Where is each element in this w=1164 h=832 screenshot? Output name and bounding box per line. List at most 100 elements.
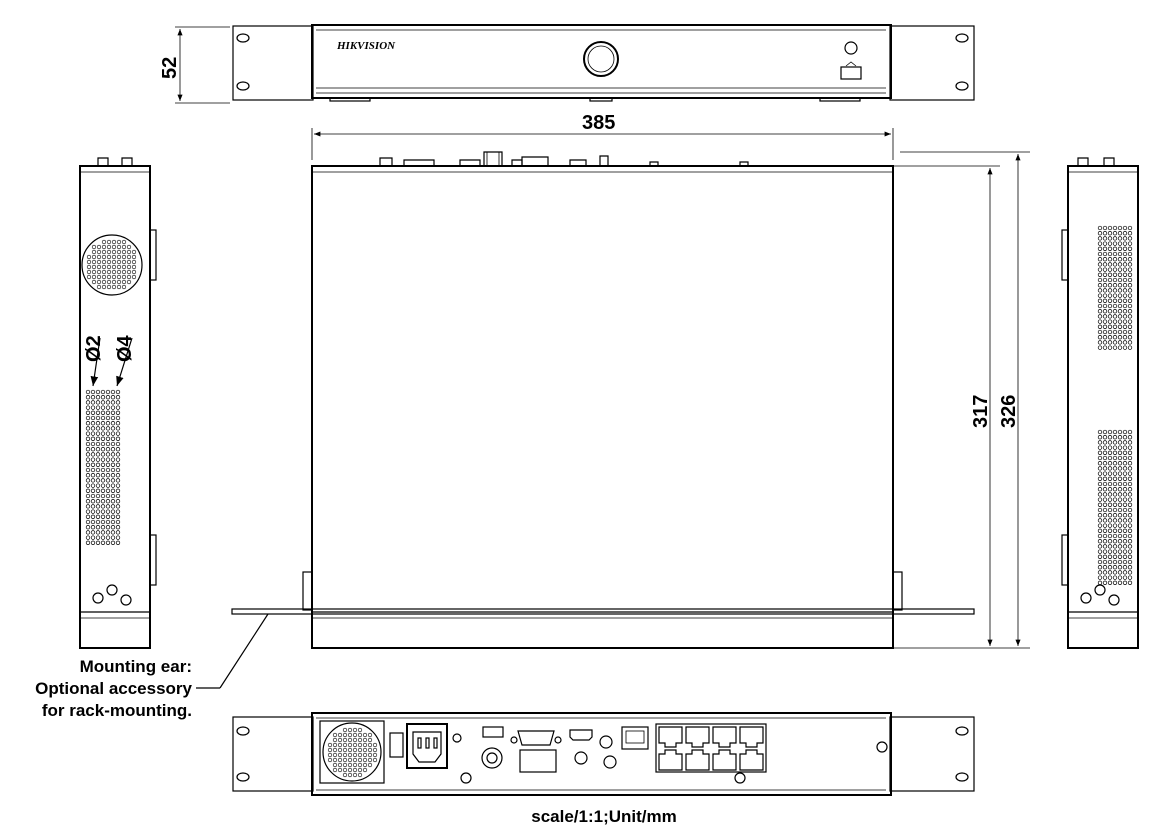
vent-hole (1097, 518, 1103, 523)
vent-hole (1117, 283, 1123, 288)
vent-hole (1127, 267, 1133, 272)
vent-hole (90, 410, 96, 415)
vent-hole (115, 457, 121, 462)
vent-hole (1097, 476, 1103, 481)
vent-hole (121, 284, 127, 290)
vent-hole (1117, 481, 1123, 487)
vent-hole (1097, 429, 1103, 435)
vent-hole (90, 457, 96, 462)
vent-hole (126, 264, 132, 270)
vent-hole (362, 762, 368, 768)
rear-chassis (311, 712, 892, 796)
vent-hole (1107, 236, 1113, 241)
vent-hole (1112, 251, 1118, 257)
vent-hole (1097, 257, 1103, 262)
vent-hole (1107, 497, 1113, 502)
vent-hole (1122, 565, 1128, 570)
vent-hole (1117, 492, 1123, 497)
vent-hole (1102, 559, 1108, 565)
vent-hole (1127, 450, 1133, 455)
vent-hole (1117, 236, 1123, 241)
vent-hole (100, 410, 106, 415)
vent-hole (110, 473, 116, 478)
vent-hole (342, 752, 348, 758)
vent-hole (357, 757, 363, 763)
vent-hole (101, 269, 107, 275)
vent-hole (1112, 314, 1118, 319)
vent-hole (1107, 251, 1113, 257)
vent-hole (95, 493, 101, 499)
vent-hole (1122, 225, 1128, 231)
vent-hole (110, 493, 116, 499)
vent-hole (1122, 246, 1128, 251)
vent-hole (95, 426, 101, 431)
vent-hole (1122, 466, 1128, 471)
vent-hole (131, 264, 137, 270)
vent-hole (1107, 476, 1113, 481)
vent-hole (110, 535, 116, 540)
vent-hole (352, 762, 358, 768)
vent-hole (1122, 324, 1128, 329)
vent-hole (1107, 319, 1113, 324)
vent-hole (105, 410, 111, 415)
vent-hole (347, 732, 353, 738)
vent-hole (126, 269, 132, 275)
vent-hole (1122, 435, 1128, 440)
vent-hole (1097, 267, 1103, 272)
vent-hole (347, 757, 353, 763)
vent-hole (1102, 225, 1108, 231)
vent-hole (1107, 345, 1113, 350)
ir-sensor (844, 41, 858, 55)
left-side-chassis (79, 165, 151, 649)
vent-hole (1117, 575, 1123, 580)
vent-hole (1097, 481, 1103, 487)
vent-hole (90, 395, 96, 400)
poe-port (685, 726, 710, 748)
vent-hole (116, 264, 122, 270)
vent-hole (342, 747, 348, 753)
vent-hole (1107, 554, 1113, 559)
vent-hole (115, 488, 121, 493)
vent-hole (1127, 461, 1133, 466)
vent-hole (1127, 225, 1133, 231)
vent-hole (116, 284, 122, 290)
vent-hole (121, 239, 127, 245)
rear-left-ear (232, 716, 314, 792)
vent-hole (91, 269, 97, 275)
vent-hole (342, 732, 348, 738)
vent-hole (1107, 231, 1113, 236)
vent-hole (106, 244, 112, 250)
vent-hole (121, 269, 127, 275)
vent-hole (1112, 539, 1118, 544)
vent-hole (347, 727, 353, 733)
vent-hole (105, 473, 111, 478)
vent-hole (1112, 461, 1118, 466)
vent-hole (1107, 246, 1113, 251)
vent-hole (105, 421, 111, 426)
vent-hole (1112, 257, 1118, 262)
vent-hole (1107, 335, 1113, 340)
vent-hole (352, 747, 358, 753)
vent-hole (115, 410, 121, 415)
vent-hole (100, 426, 106, 431)
vent-hole (100, 447, 106, 452)
vent-hole (1117, 513, 1123, 518)
vent-hole (106, 269, 112, 275)
vent-hole (1117, 272, 1123, 277)
brand-logo: HIKVISION (336, 40, 396, 52)
vent-hole (1102, 236, 1108, 241)
vent-hole (115, 400, 121, 405)
vent-hole (1122, 487, 1128, 492)
vent-hole (105, 436, 111, 441)
vent-hole (100, 488, 106, 493)
poe-port (658, 749, 683, 771)
vent-hole (106, 254, 112, 260)
vent-hole (332, 737, 338, 743)
vent-hole (90, 415, 96, 421)
vent-hole (357, 747, 363, 753)
vent-hole (1107, 487, 1113, 492)
vent-hole (1122, 513, 1128, 518)
vent-hole (1112, 559, 1118, 565)
vent-hole (1102, 461, 1108, 466)
vent-hole (1127, 293, 1133, 298)
